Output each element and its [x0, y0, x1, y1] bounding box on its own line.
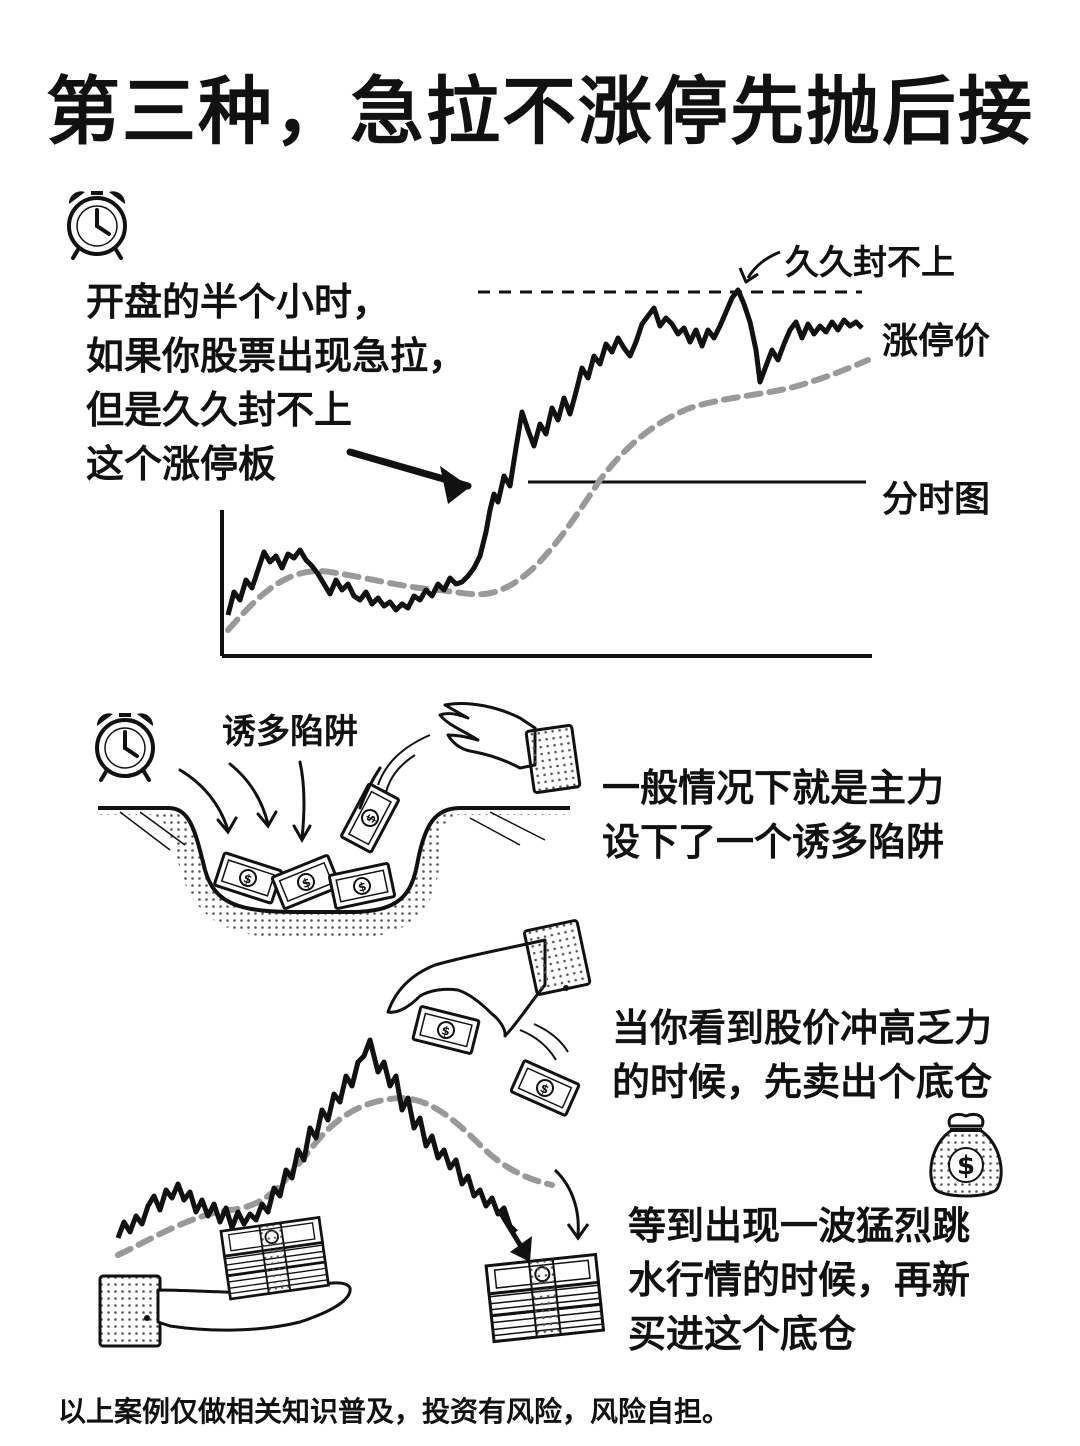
dip-pointer-arrow [553, 1168, 580, 1236]
falling-arrow [178, 760, 382, 844]
banknote-icon [509, 1058, 581, 1118]
hand-icon [98, 1274, 352, 1348]
buy-paragraph: 等到出现一波猛烈跳 水行情的时候，再新 买进这个底仓 [628, 1200, 970, 1362]
hand-icon [438, 701, 582, 795]
sell-paragraph: 当你看到股价冲高乏力 的时候，先卖出个底仓 [612, 1002, 992, 1110]
buy-line: 水行情的时候，再新 [628, 1257, 971, 1302]
peak-pointer-arrow [746, 250, 781, 279]
down-arrow [497, 1210, 532, 1262]
intraday-chart-axes [220, 510, 872, 658]
trap-line: 设下了一个诱多陷阱 [602, 819, 945, 864]
motion-lines [519, 1023, 569, 1061]
label-intraday-chart: 分时图 [882, 479, 991, 520]
alarm-clock-icon [94, 711, 156, 782]
buy-line: 等到出现一波猛烈跳 [628, 1204, 971, 1248]
label-bull-trap: 诱多陷阱 [222, 712, 358, 752]
trap-line: 一般情况下就是主力 [602, 766, 945, 810]
average-price-line-2 [115, 1094, 555, 1258]
alarm-clock-icon [66, 189, 128, 260]
intraday-price-line [225, 287, 864, 616]
page-title: 第三种，急拉不涨停先抛后接 [46, 69, 1034, 155]
trap-paragraph: 一般情况下就是主力 设下了一个诱多陷阱 [602, 762, 944, 870]
sell-line: 的时候，先卖出个底仓 [612, 1059, 993, 1104]
intro-line: 但是久久封不上 [86, 387, 353, 432]
hand-icon [386, 919, 592, 1038]
buy-line: 买进这个底仓 [628, 1311, 857, 1356]
intro-line: 开盘的半个小时， [86, 280, 391, 324]
intro-line: 如果你股票出现急拉， [86, 333, 467, 378]
cash-stack-icon [219, 1216, 330, 1301]
sell-line: 当你看到股价冲高乏力 [612, 1006, 993, 1050]
intro-line: 这个涨停板 [86, 441, 277, 486]
cash-stack-icon [484, 1252, 605, 1344]
banknote-icon [327, 861, 397, 911]
pointer-arrow [346, 448, 472, 504]
intro-paragraph: 开盘的半个小时， 如果你股票出现急拉， 但是久久封不上 这个涨停板 [86, 276, 466, 492]
money-bag-icon: $ [929, 1112, 1003, 1198]
average-price-line [225, 357, 871, 633]
label-limit-up-price: 涨停价 [882, 321, 991, 362]
stock-price-line [115, 1037, 518, 1239]
disclaimer-footer: 以上案例仅做相关知识普及，投资有风险，风险自担。 [58, 1395, 731, 1428]
motion-lines [377, 734, 431, 793]
svg-text:$: $ [957, 1151, 975, 1181]
trap-pit [98, 806, 570, 938]
banknote-icon [411, 1004, 481, 1056]
label-cannot-seal: 久久封不上 [785, 243, 955, 283]
banknote-icon [339, 782, 401, 854]
